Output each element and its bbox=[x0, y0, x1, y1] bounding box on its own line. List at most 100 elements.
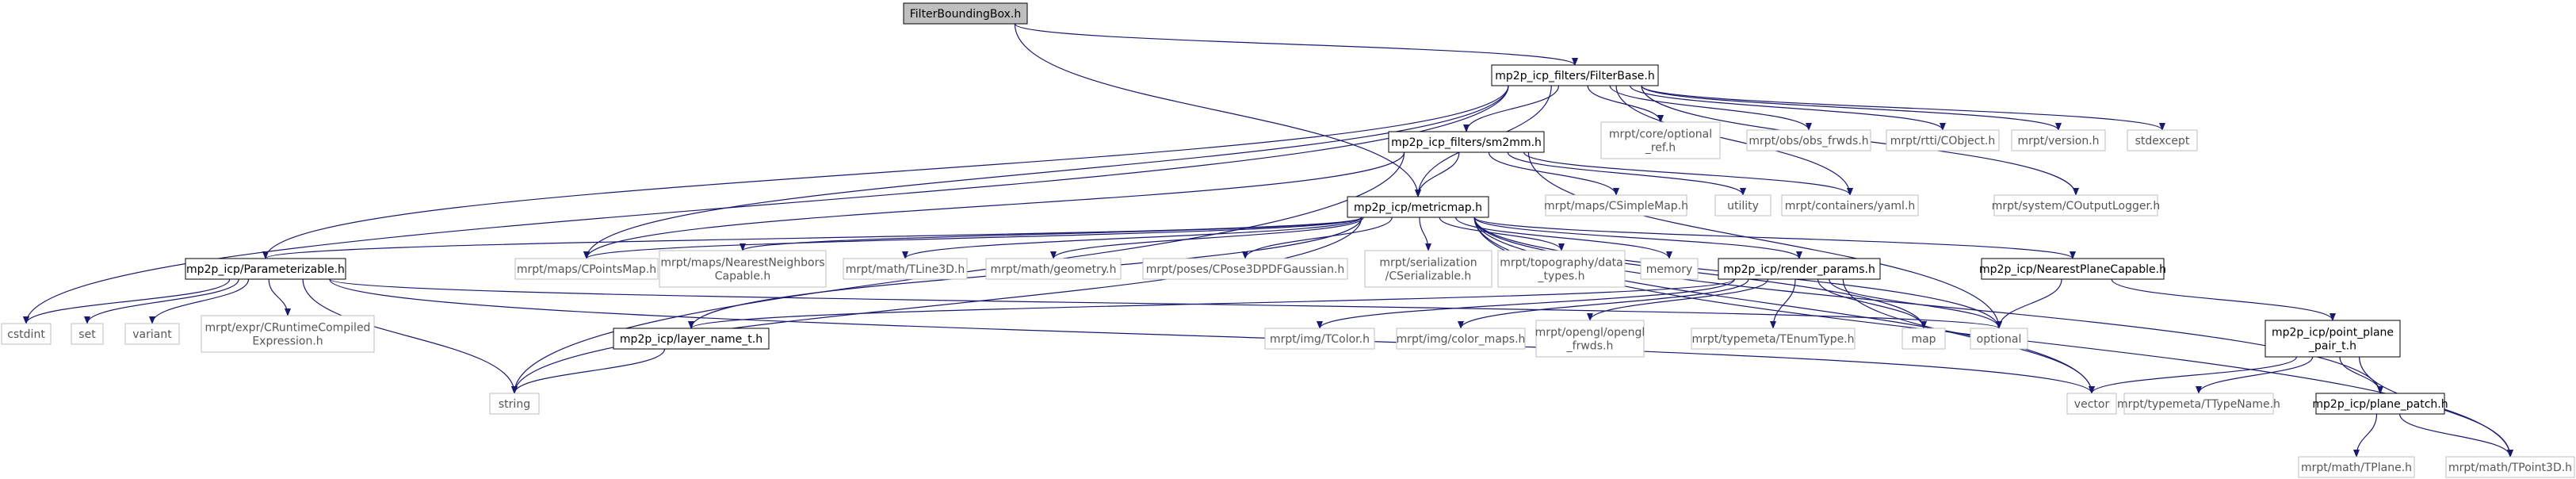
node-box bbox=[1388, 131, 1545, 153]
include-edge bbox=[262, 217, 1363, 259]
node-box bbox=[1396, 328, 1526, 350]
include-edge bbox=[1996, 278, 2062, 329]
edge-renderparams-to-tcolor bbox=[1317, 278, 1735, 329]
node-box bbox=[985, 258, 1122, 280]
node-metricmap[interactable]: mp2p_icp/metricmap.h bbox=[1347, 196, 1489, 218]
node-box bbox=[2127, 129, 2198, 151]
node-label: mrpt/version.h bbox=[2017, 135, 2099, 148]
node-csimplemap: mrpt/maps/CSimpleMap.h bbox=[1544, 194, 1688, 217]
node-label: FilterBoundingBox.h bbox=[910, 8, 1021, 21]
node-label: cstdint bbox=[7, 328, 45, 341]
node-box bbox=[1, 323, 52, 345]
include-edge bbox=[1523, 151, 1853, 196]
node-box bbox=[613, 328, 770, 350]
node-cserializable: mrpt/serialization/CSerializable.h bbox=[1364, 250, 1492, 288]
include-edge bbox=[1473, 217, 1927, 329]
node-label: mrpt/opengl/opengl bbox=[1535, 327, 1645, 339]
node-openglfrwds: mrpt/opengl/opengl_frwds.h bbox=[1535, 320, 1645, 358]
node-cpose3dpdfg: mrpt/poses/CPose3DPDFGaussian.h bbox=[1142, 258, 1348, 280]
node-renderparams[interactable]: mp2p_icp/render_params.h bbox=[1718, 258, 1881, 280]
include-edge bbox=[1454, 217, 1672, 259]
node-cobject: mrpt/rtti/CObject.h bbox=[1886, 129, 2000, 151]
include-edge bbox=[1050, 217, 1364, 259]
edge-parameterizable-to-variant bbox=[149, 278, 250, 324]
node-coutputlogger: mrpt/system/COutputLogger.h bbox=[1992, 194, 2160, 217]
node-label: mrpt/topography/data bbox=[1500, 257, 1623, 270]
node-box bbox=[71, 323, 104, 345]
node-label: mrpt/typemeta/TEnumType.h bbox=[1691, 333, 1854, 346]
edge-sm2mm-to-cpointsmap bbox=[583, 151, 1405, 259]
node-label: mrpt/math/TPoint3D.h bbox=[2448, 462, 2572, 474]
include-edge bbox=[1242, 217, 1393, 259]
include-edge bbox=[1770, 278, 1796, 329]
include-edge bbox=[1842, 278, 2095, 394]
edge-renderparams-to-map bbox=[1817, 278, 1927, 329]
node-label: mp2p_icp/render_params.h bbox=[1723, 263, 1875, 276]
node-box bbox=[1600, 121, 1721, 159]
node-tpoint3d: mrpt/math/TPoint3D.h bbox=[2445, 456, 2575, 478]
include-edge bbox=[1507, 151, 1746, 196]
node-layername[interactable]: mp2p_icp/layer_name_t.h bbox=[613, 328, 770, 350]
edge-metricmap-to-map bbox=[1473, 217, 1927, 329]
node-label: _types.h bbox=[1538, 270, 1585, 283]
edge-filterbase-to-cobject bbox=[1630, 85, 1946, 131]
edge-parameterizable-to-optional bbox=[329, 278, 2002, 329]
node-box bbox=[2298, 456, 2415, 478]
node-label: mrpt/img/color_maps.h bbox=[1397, 333, 1526, 346]
edge-metricmap-to-cpose3dpdfg bbox=[1242, 217, 1393, 259]
include-edge bbox=[1473, 217, 1802, 259]
edge-filterbase-to-sm2mm bbox=[1463, 85, 1560, 132]
node-sm2mm[interactable]: mp2p_icp_filters/sm2mm.h bbox=[1388, 131, 1545, 153]
node-ttypename: mrpt/typemeta/TTypeName.h bbox=[2117, 393, 2280, 415]
node-tplane: mrpt/math/TPlane.h bbox=[2298, 456, 2415, 478]
node-parameterizable[interactable]: mp2p_icp/Parameterizable.h bbox=[185, 258, 346, 280]
node-box bbox=[1714, 194, 1771, 217]
edge-filterbase-to-version bbox=[1641, 85, 2062, 131]
node-pointplane[interactable]: mp2p_icp/point_plane_pair_t.h bbox=[2265, 320, 2401, 358]
edge-sm2mm-to-metricmap bbox=[1415, 151, 1460, 197]
include-edge bbox=[511, 348, 666, 394]
edge-parameterizable-to-vector bbox=[329, 278, 2095, 394]
edge-sm2mm-to-yaml bbox=[1523, 151, 1853, 196]
node-cpointsmap: mrpt/maps/CPointsMap.h bbox=[514, 258, 659, 280]
include-edge bbox=[2111, 278, 2336, 321]
node-box bbox=[1535, 320, 1645, 358]
node-box bbox=[903, 2, 1028, 25]
edge-renderparams-to-tenumtype bbox=[1770, 278, 1796, 329]
node-colormaps: mrpt/img/color_maps.h bbox=[1396, 328, 1526, 350]
node-tenumtype: mrpt/typemeta/TEnumType.h bbox=[1691, 328, 1856, 350]
edge-parameterizable-to-string bbox=[302, 278, 518, 394]
node-label: mp2p_icp/Parameterizable.h bbox=[186, 263, 345, 276]
node-planepatch[interactable]: mp2p_icp/plane_patch.h bbox=[2312, 393, 2448, 415]
include-edge bbox=[1641, 85, 2165, 131]
node-geometry: mrpt/math/geometry.h bbox=[985, 258, 1122, 280]
node-box bbox=[124, 323, 180, 345]
node-filterbb[interactable]: FilterBoundingBox.h bbox=[903, 2, 1028, 25]
edge-renderparams-to-openglfrwds bbox=[1587, 278, 1768, 321]
node-label: mrpt/maps/NearestNeighbors bbox=[660, 257, 824, 270]
edge-nearestplane-to-optional bbox=[1996, 278, 2062, 329]
dependency-edges bbox=[23, 23, 2513, 458]
edge-metricmap-to-tline3d bbox=[902, 217, 1363, 259]
node-optional: optional bbox=[1970, 328, 2028, 350]
include-edge bbox=[1014, 23, 1578, 66]
node-filterbase[interactable]: mp2p_icp_filters/FilterBase.h bbox=[1491, 64, 1659, 86]
node-label: mrpt/expr/CRuntimeCompiled bbox=[205, 322, 371, 335]
edge-metricmap-to-datatypes bbox=[1439, 217, 1565, 251]
node-optional_ref: mrpt/core/optional_ref.h bbox=[1600, 121, 1721, 159]
node-variant: variant bbox=[124, 323, 180, 345]
node-label: mp2p_icp/point_plane bbox=[2272, 327, 2394, 339]
edge-metricmap-to-geometry bbox=[1050, 217, 1364, 259]
include-edge bbox=[329, 278, 2002, 329]
node-nearestplane[interactable]: mp2p_icp/NearestPlaneCapable.h bbox=[1979, 258, 2166, 280]
include-edge bbox=[268, 278, 291, 316]
node-map: map bbox=[1901, 328, 1946, 350]
include-edge bbox=[1527, 151, 2002, 329]
node-label: mp2p_icp/layer_name_t.h bbox=[620, 333, 762, 346]
node-box bbox=[1640, 258, 1699, 280]
edge-filterbase-to-stdexcept bbox=[1641, 85, 2165, 131]
node-label: mrpt/poses/CPose3DPDFGaussian.h bbox=[1146, 263, 1345, 276]
node-box bbox=[1491, 64, 1659, 86]
include-edge bbox=[902, 217, 1363, 259]
node-box bbox=[843, 258, 968, 280]
